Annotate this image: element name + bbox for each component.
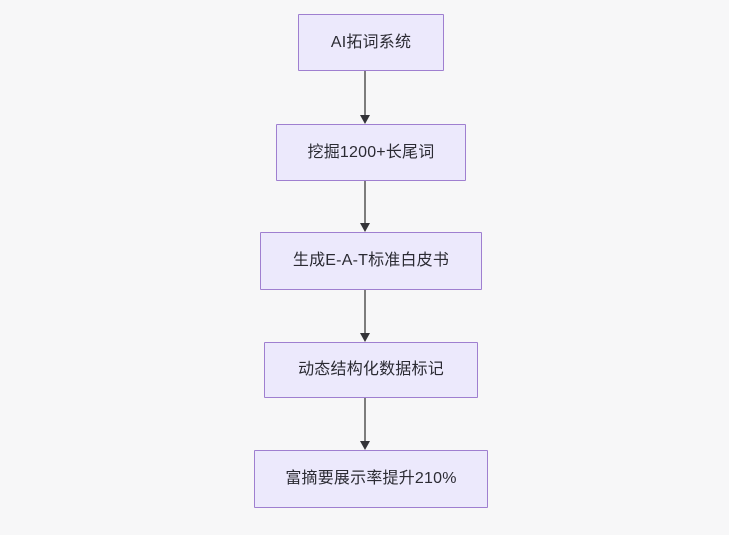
connector-line	[364, 290, 366, 334]
flow-node-ai-keyword-system[interactable]: AI拓词系统	[298, 14, 444, 71]
flow-node-label: 挖掘1200+长尾词	[307, 143, 435, 161]
flow-node-label: 生成E-A-T标准白皮书	[292, 252, 450, 269]
connector-n4-to-n5	[355, 398, 375, 450]
flow-node-label: AI拓词系统	[330, 33, 412, 51]
flow-node-mine-longtail-keywords[interactable]: 挖掘1200+长尾词	[276, 124, 466, 181]
connector-n1-to-n2	[355, 71, 375, 124]
connector-n3-to-n4	[355, 290, 375, 342]
arrowhead-icon	[359, 115, 370, 124]
connector-line	[364, 398, 366, 442]
arrowhead-icon	[359, 441, 370, 450]
connector-line	[364, 71, 366, 116]
flow-node-label: 富摘要展示率提升210%	[285, 470, 457, 487]
connector-n2-to-n3	[355, 181, 375, 232]
connector-line	[364, 181, 366, 224]
flow-node-label: 动态结构化数据标记	[298, 361, 444, 378]
arrowhead-icon	[359, 223, 370, 232]
flow-node-dynamic-structured-data-markup[interactable]: 动态结构化数据标记	[264, 342, 478, 398]
flow-node-rich-snippet-impression-lift[interactable]: 富摘要展示率提升210%	[254, 450, 488, 508]
flow-node-generate-eat-whitepaper[interactable]: 生成E-A-T标准白皮书	[260, 232, 482, 290]
arrowhead-icon	[359, 333, 370, 342]
